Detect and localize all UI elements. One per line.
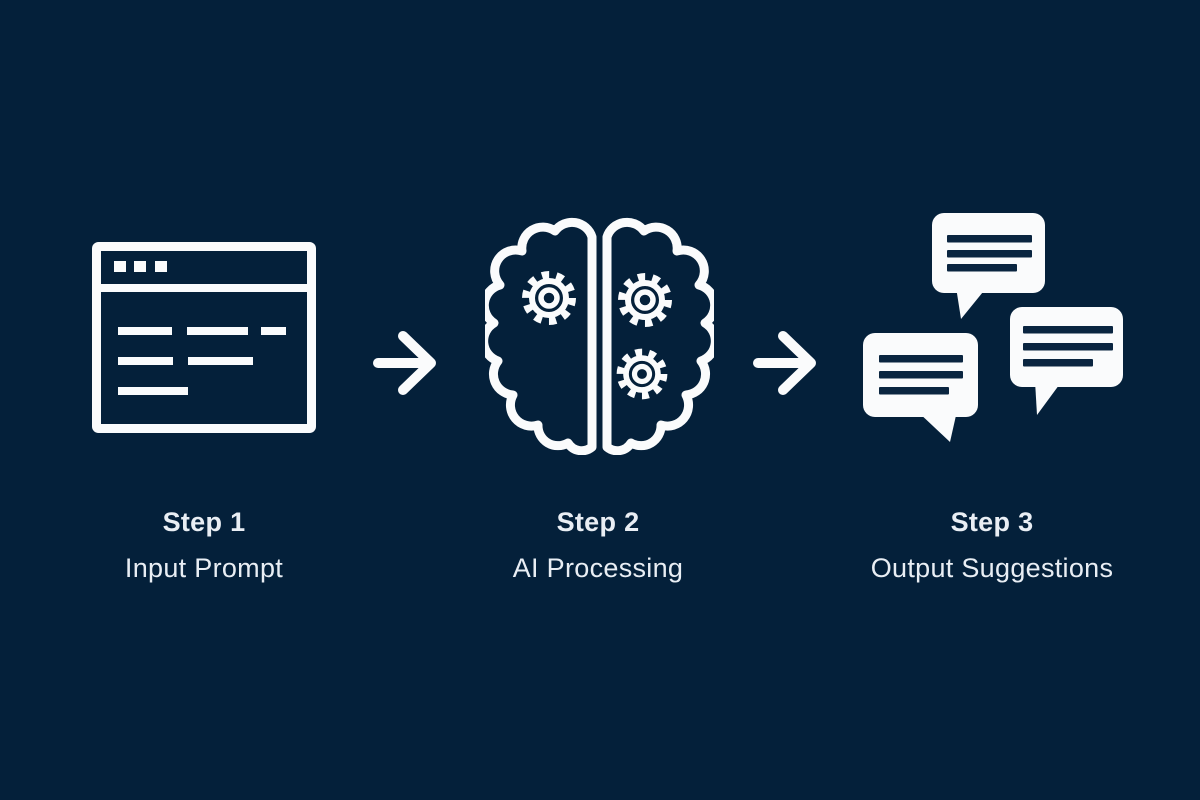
step-2-label: Step 2	[556, 507, 640, 537]
step-3-sublabel: Output Suggestions	[870, 553, 1114, 583]
speech-bubble	[863, 333, 978, 442]
gear-icon	[526, 275, 572, 321]
brain-gears-icon	[485, 217, 714, 455]
gear-icon	[620, 352, 663, 395]
step-3-label: Step 3	[950, 507, 1034, 537]
gear-icon	[622, 277, 668, 323]
arrow-right-icon	[753, 331, 816, 395]
speech-bubble	[932, 213, 1045, 319]
browser-window-icon	[92, 242, 316, 433]
step-1-label: Step 1	[162, 507, 246, 537]
step-2-sublabel: AI Processing	[512, 553, 684, 583]
arrow-right-icon	[373, 331, 436, 395]
chat-bubbles-icon	[863, 213, 1123, 442]
step-1-sublabel: Input Prompt	[124, 553, 284, 583]
speech-bubble	[1010, 307, 1123, 415]
